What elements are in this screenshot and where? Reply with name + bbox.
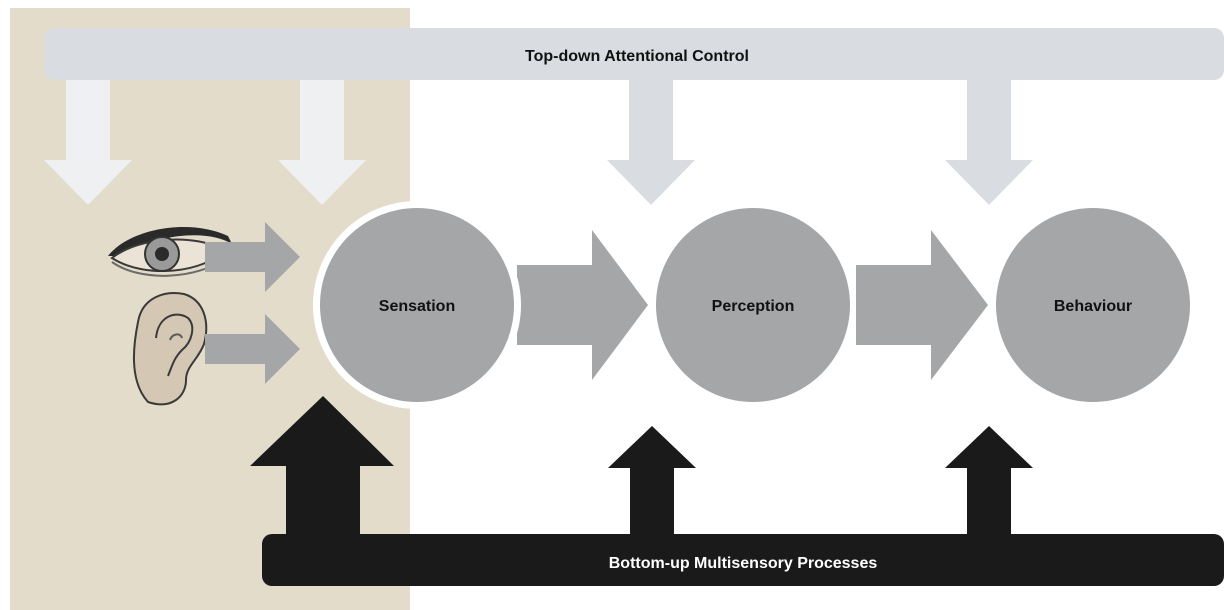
sensation-to-perception-arrow xyxy=(517,230,648,380)
top-down-bar-label: Top-down Attentional Control xyxy=(525,48,749,65)
ear-icon xyxy=(133,292,208,406)
node-perception: Perception xyxy=(656,208,850,402)
node-label-perception: Perception xyxy=(712,298,795,315)
node-sensation: Sensation xyxy=(313,201,521,409)
bottom-up-bar-label: Bottom-up Multisensory Processes xyxy=(609,555,878,572)
top-down-arrow xyxy=(44,80,132,205)
eye-to-sensation-arrow xyxy=(205,222,300,292)
node-label-behaviour: Behaviour xyxy=(1054,298,1132,315)
top-down-arrow xyxy=(278,80,366,205)
top-down-arrow xyxy=(945,80,1033,205)
ear-to-sensation-arrow xyxy=(205,314,300,384)
bottom-up-arrow xyxy=(608,426,696,536)
bottom-up-arrow xyxy=(945,426,1033,536)
top-down-bar xyxy=(44,28,1224,80)
perception-to-behaviour-arrow xyxy=(856,230,988,380)
bottom-up-arrow xyxy=(250,396,394,536)
top-down-arrow xyxy=(607,80,695,205)
node-label-sensation: Sensation xyxy=(379,298,455,315)
node-behaviour: Behaviour xyxy=(996,208,1190,402)
eye-icon xyxy=(108,226,232,277)
bottom-up-bar xyxy=(262,534,1224,586)
